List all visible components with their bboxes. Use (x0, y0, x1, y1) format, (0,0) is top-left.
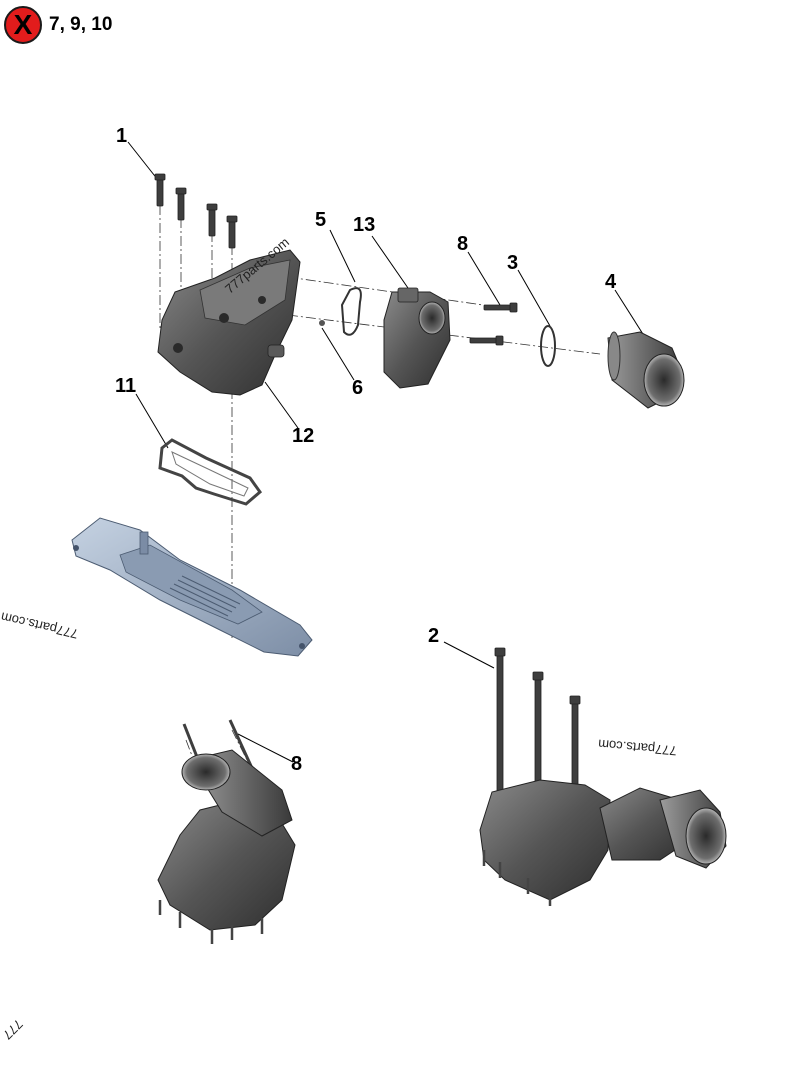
throttle-body-13 (383, 287, 451, 389)
leader-8-bottom (237, 733, 294, 763)
leader-6 (321, 327, 355, 381)
callout-12: 12 (292, 425, 315, 447)
callout-2: 2 (428, 625, 440, 647)
gasket-5 (340, 287, 362, 336)
not-shown-part-refs: 7, 9, 10 (49, 14, 113, 35)
leader-lines (127, 141, 649, 763)
callout-11: 11 (115, 375, 137, 397)
leader-13 (371, 235, 409, 289)
leader-11 (135, 393, 169, 449)
bolt-1-group (154, 173, 238, 249)
leader-3 (517, 269, 551, 327)
pin-6 (319, 320, 325, 326)
bolt-2-group (494, 647, 581, 829)
callout-13: 13 (353, 214, 376, 236)
intake-housing-12 (157, 249, 301, 396)
leader-12 (264, 381, 299, 429)
callout-8-bottom: 8 (291, 753, 303, 775)
assembly-view-left (157, 719, 296, 944)
callout-4: 4 (605, 271, 617, 293)
callout-8-top: 8 (457, 233, 469, 255)
gasket-11 (158, 438, 263, 506)
leader-1 (127, 141, 159, 181)
not-shown-symbol: X (13, 9, 33, 40)
bolt-8-top (469, 302, 518, 346)
elbow-tube-4 (607, 331, 685, 409)
leader-5 (329, 229, 356, 283)
callout-6: 6 (352, 377, 364, 399)
leader-8-top (467, 251, 501, 306)
callout-1: 1 (116, 125, 128, 147)
assembly-view-right (479, 647, 727, 906)
o-ring-3 (540, 325, 556, 367)
callout-5: 5 (315, 209, 327, 231)
intake-manifold-plate (71, 517, 313, 657)
leader-2 (443, 641, 495, 669)
callout-3: 3 (507, 252, 519, 274)
not-shown-badge-icon: X (4, 6, 42, 44)
